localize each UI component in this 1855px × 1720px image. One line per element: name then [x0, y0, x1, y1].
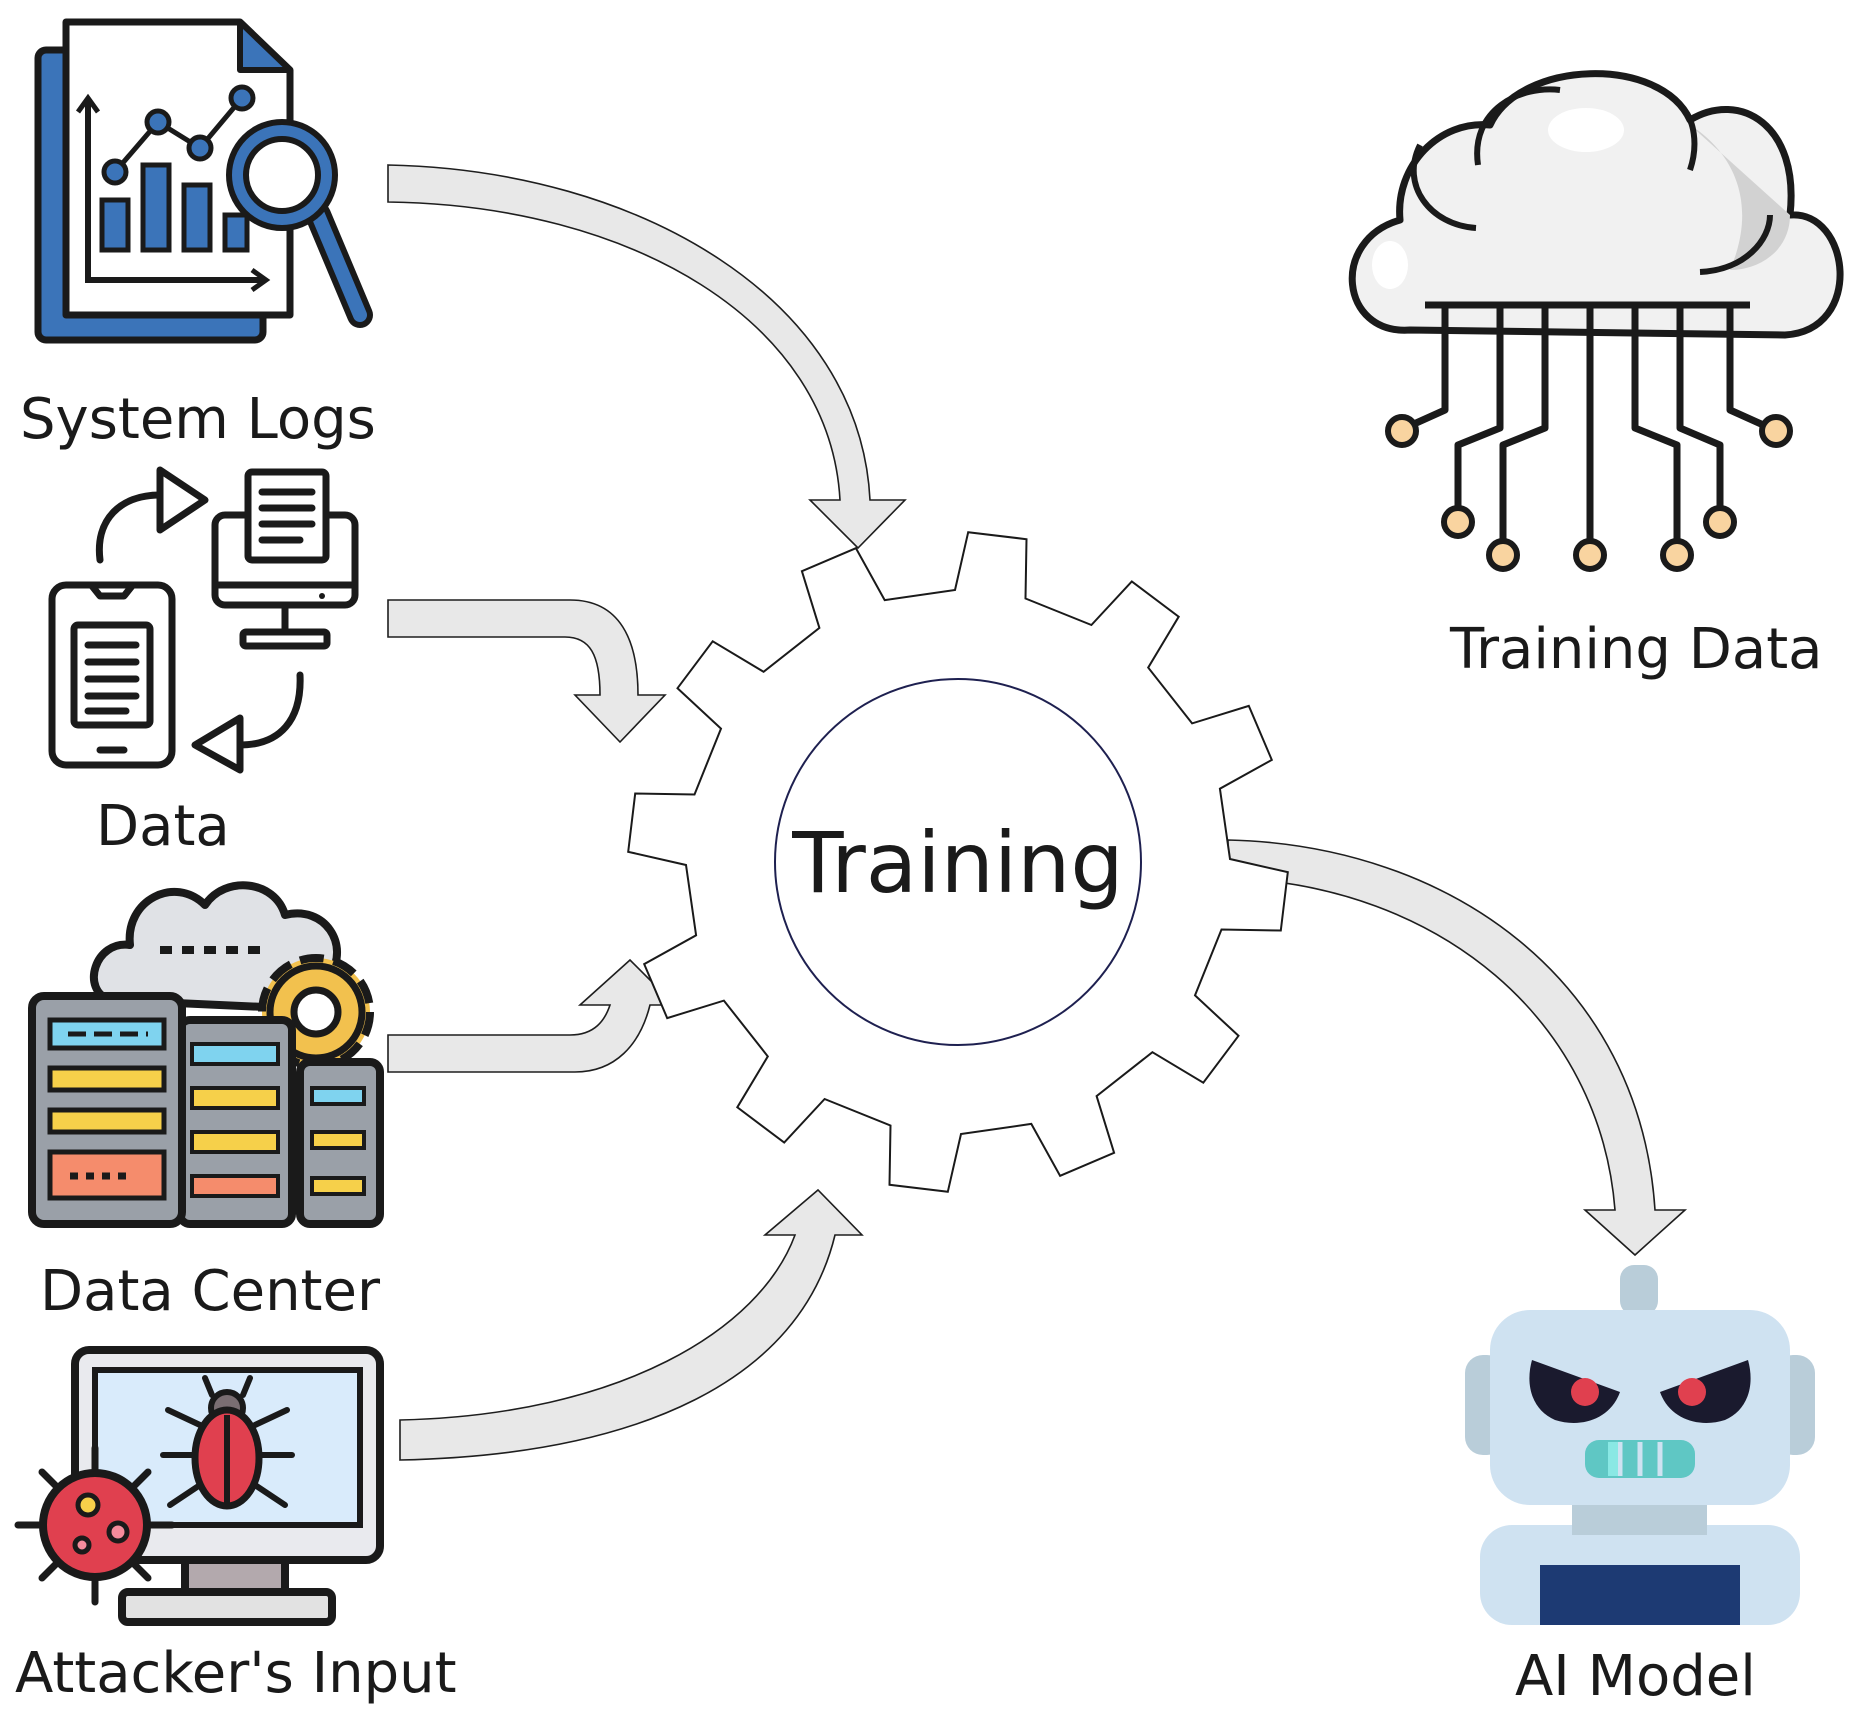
data-center-label: Data Center — [40, 1259, 381, 1324]
attackers-input-label: Attacker's Input — [15, 1641, 457, 1706]
training-gear-inner-circle — [774, 678, 1142, 1046]
arrow-data-to-training — [387, 599, 667, 744]
training-label: Training — [791, 814, 1123, 912]
malware-computer-icon — [14, 1346, 384, 1626]
arrow-training-to-ai-model — [1227, 839, 1688, 1257]
arrow-system-logs-to-training — [387, 164, 907, 550]
arrow-data-center-to-training — [387, 958, 677, 1073]
data-center-icon — [28, 881, 384, 1228]
ai-model-label: AI Model — [1515, 1644, 1756, 1709]
data-label: Data — [96, 794, 230, 859]
gear-icon — [627, 531, 1289, 1193]
arrow-attackers-input-to-training — [399, 1188, 864, 1461]
training-data-label: Training Data — [1449, 617, 1822, 682]
report-analytics-icon — [34, 18, 373, 344]
device-sync-icon — [48, 466, 359, 774]
cloud-network-icon — [1348, 70, 1844, 572]
evil-robot-icon — [1465, 1265, 1815, 1625]
system-logs-label: System Logs — [20, 387, 376, 452]
